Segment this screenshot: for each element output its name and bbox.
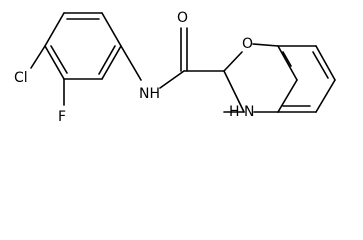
oxazine-ring <box>223 43 298 113</box>
fluorine-label: F <box>58 109 66 125</box>
chlorine-label: Cl <box>14 70 28 86</box>
double-bond-inner <box>282 51 292 67</box>
n-c-bond <box>159 70 185 89</box>
bond <box>277 45 298 81</box>
double-bond-inner <box>98 45 116 75</box>
bond <box>277 79 298 113</box>
ring-nitrogen-label: N <box>244 104 254 120</box>
carbonyl-oxygen-label: O <box>177 10 188 26</box>
bond <box>252 43 279 47</box>
bond <box>315 45 336 81</box>
double-bond-inner <box>50 45 68 74</box>
c-n-bond <box>120 45 142 81</box>
amide-nh-label: NH <box>139 86 160 102</box>
c-cl-bond <box>30 45 46 69</box>
bond <box>44 12 65 47</box>
ring-oxygen-label: O <box>242 36 253 52</box>
bond <box>101 45 122 80</box>
ring-nh-hydrogen-label: H <box>229 104 240 120</box>
benzo-ring <box>277 45 336 113</box>
bond <box>315 79 336 113</box>
bond <box>44 45 65 80</box>
chemical-structure-diagram: Cl F NH O O H N <box>14 10 336 125</box>
bond <box>223 51 243 72</box>
bond <box>101 12 122 47</box>
double-bond-inner <box>312 51 329 79</box>
chlorofluorophenyl-ring <box>44 12 122 80</box>
bond <box>223 70 245 113</box>
